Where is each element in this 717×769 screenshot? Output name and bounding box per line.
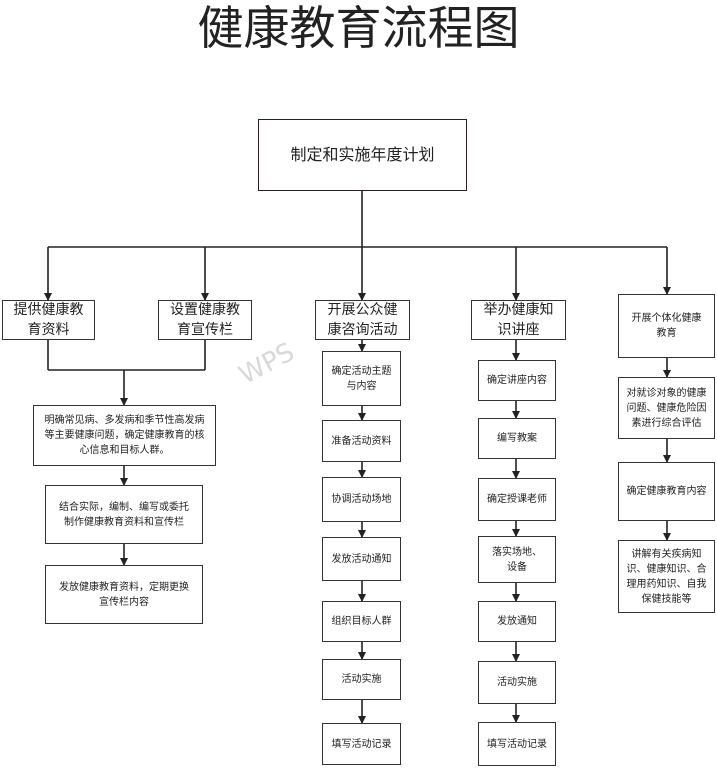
- col4-step-3: 讲解有关疾病知识、健康知识、合理用药知识、自我保健技能等: [618, 540, 715, 613]
- branch-individual-education: 开展个体化健康教育: [618, 294, 715, 358]
- col1-step-3: 发放健康教育资料，定期更换宣传栏内容: [45, 565, 203, 624]
- page-title: 健康教育流程图: [197, 1, 520, 55]
- branch-bulletin-board: 设置健康教育宣传栏: [158, 300, 252, 340]
- col2-step-2: 准备活动资料: [322, 420, 401, 462]
- col3-step-5: 发放通知: [478, 601, 556, 642]
- col4-step-1: 对就诊对象的健康问题、健康危险因素进行综合评估: [618, 377, 715, 439]
- col2-step-3: 协调活动场地: [322, 477, 401, 522]
- col3-step-4: 落实场地、设备: [478, 536, 556, 583]
- branch-public-consultation: 开展公众健康咨询活动: [315, 300, 410, 340]
- col1-step-2: 结合实际，编制、编写或委托制作健康教育资料和宣传栏: [45, 485, 203, 544]
- col2-step-4: 发放活动通知: [322, 537, 401, 581]
- col3-step-6: 活动实施: [478, 661, 556, 704]
- col3-step-3: 确定授课老师: [478, 478, 556, 521]
- branch-provide-materials: 提供健康教育资料: [2, 300, 95, 340]
- branch-health-lecture: 举办健康知识讲座: [471, 300, 566, 340]
- root-box: 制定和实施年度计划: [258, 119, 467, 191]
- col3-step-7: 填写活动记录: [478, 722, 556, 766]
- col2-step-7: 填写活动记录: [322, 723, 401, 765]
- col3-step-2: 编写教案: [478, 418, 556, 459]
- col3-step-1: 确定讲座内容: [478, 360, 556, 401]
- col2-step-6: 活动实施: [322, 659, 401, 700]
- col1-step-1: 明确常见病、多发病和季节性高发病等主要健康问题，确定健康教育的核心信息和目标人群…: [33, 405, 216, 466]
- col2-step-1: 确定活动主题与内容: [322, 351, 401, 406]
- col2-step-5: 组织目标人群: [322, 601, 401, 642]
- col4-step-2: 确定健康教育内容: [618, 462, 715, 521]
